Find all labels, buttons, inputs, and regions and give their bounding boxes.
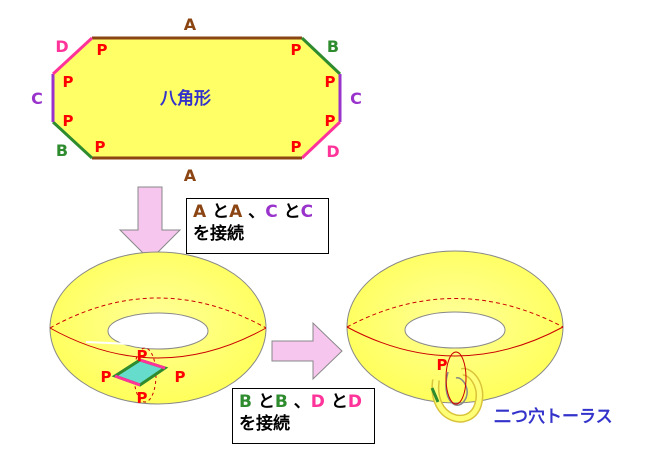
torus-2-seam-back: [346, 298, 564, 328]
step1-seg-4: C: [265, 202, 278, 222]
torus-1-seam-front: [49, 327, 267, 359]
edge-label-b-top-right: B: [327, 37, 339, 56]
down-arrow-icon: [118, 186, 182, 261]
step1-seg-0: A: [193, 202, 207, 222]
vertex-p-2: P: [291, 41, 302, 59]
edge-label-a-bottom: A: [184, 166, 197, 185]
step1-line1: A とA 、C とC: [193, 201, 322, 223]
torus-2-handle-loop: [445, 371, 468, 406]
octagon-fill: [53, 38, 340, 158]
torus-2-green-mark: [430, 387, 440, 403]
torus-1-rhombus-edge-d2: [114, 374, 141, 387]
torus-1-p-bottom: P: [137, 389, 148, 407]
edge-label-d-top-left: D: [55, 37, 68, 56]
torus-1-rhombus-edge-d1: [139, 358, 166, 370]
edge-label-a-top: A: [184, 15, 197, 34]
torus-2: P 二つ穴トーラス: [346, 250, 613, 427]
step2-line1: B とB 、D とD: [239, 391, 368, 413]
torus-2-seam-front: [346, 326, 564, 357]
edge-d-top-left: [51, 36, 94, 76]
torus-1-hole: [107, 312, 209, 350]
step2-box: B とB 、D とD を接続: [232, 388, 375, 444]
step2-seg-4: D: [310, 392, 325, 412]
edge-b-top-right: [300, 36, 342, 76]
step1-line2: を接続: [193, 224, 244, 244]
edge-b-bottom-left: [51, 120, 94, 160]
step1-seg-6: C: [300, 202, 314, 222]
step2-seg-3: 、: [287, 392, 311, 412]
torus-2-p: P: [437, 356, 448, 374]
step2-seg-6: D: [347, 392, 362, 412]
step2-line2: を接続: [239, 414, 290, 434]
edge-label-c-left: C: [31, 89, 43, 108]
octagon-title: 八角形: [160, 88, 211, 109]
vertex-p-6: P: [95, 138, 106, 156]
torus-1-white-gap: [85, 341, 133, 345]
torus-1-p-right: P: [175, 368, 186, 386]
step1-seg-1: と: [206, 202, 230, 222]
step1-box: A とA 、C とC を接続: [186, 198, 329, 254]
step1-seg-5: と: [277, 202, 301, 222]
step1-seg-2: A: [229, 202, 243, 222]
vertex-p-7: P: [63, 73, 74, 91]
vertex-p-8: P: [63, 112, 74, 130]
torus-1-p-left: P: [101, 368, 112, 386]
step2-seg-2: B: [274, 392, 288, 412]
vertex-p-3: P: [325, 73, 336, 91]
step2-seg-1: と: [251, 392, 275, 412]
edge-label-b-bottom-left: B: [56, 141, 68, 160]
octagon: 八角形 A A B B C C D D P P P P P P P P: [31, 15, 362, 185]
step1-seg-3: 、: [242, 202, 266, 222]
torus-1-p-top: P: [137, 347, 148, 365]
step2-seg-5: と: [324, 392, 348, 412]
torus-2-title: 二つ穴トーラス: [494, 406, 613, 427]
torus-2-handle-inner: [432, 369, 482, 422]
vertex-p-1: P: [97, 41, 108, 59]
torus-1-seam-back: [49, 297, 267, 329]
vertex-p-5: P: [291, 138, 302, 156]
torus-2-hole: [404, 311, 506, 349]
edge-label-c-right: C: [350, 89, 362, 108]
vertex-p-4: P: [325, 112, 336, 130]
torus-2-meridian-1: [445, 351, 467, 405]
edge-label-d-bottom-right: D: [326, 142, 339, 161]
right-arrow-icon: [271, 321, 343, 381]
torus-1: P P P P: [49, 251, 267, 407]
step2-seg-0: B: [239, 392, 252, 412]
edge-d-bottom-right: [300, 120, 342, 160]
